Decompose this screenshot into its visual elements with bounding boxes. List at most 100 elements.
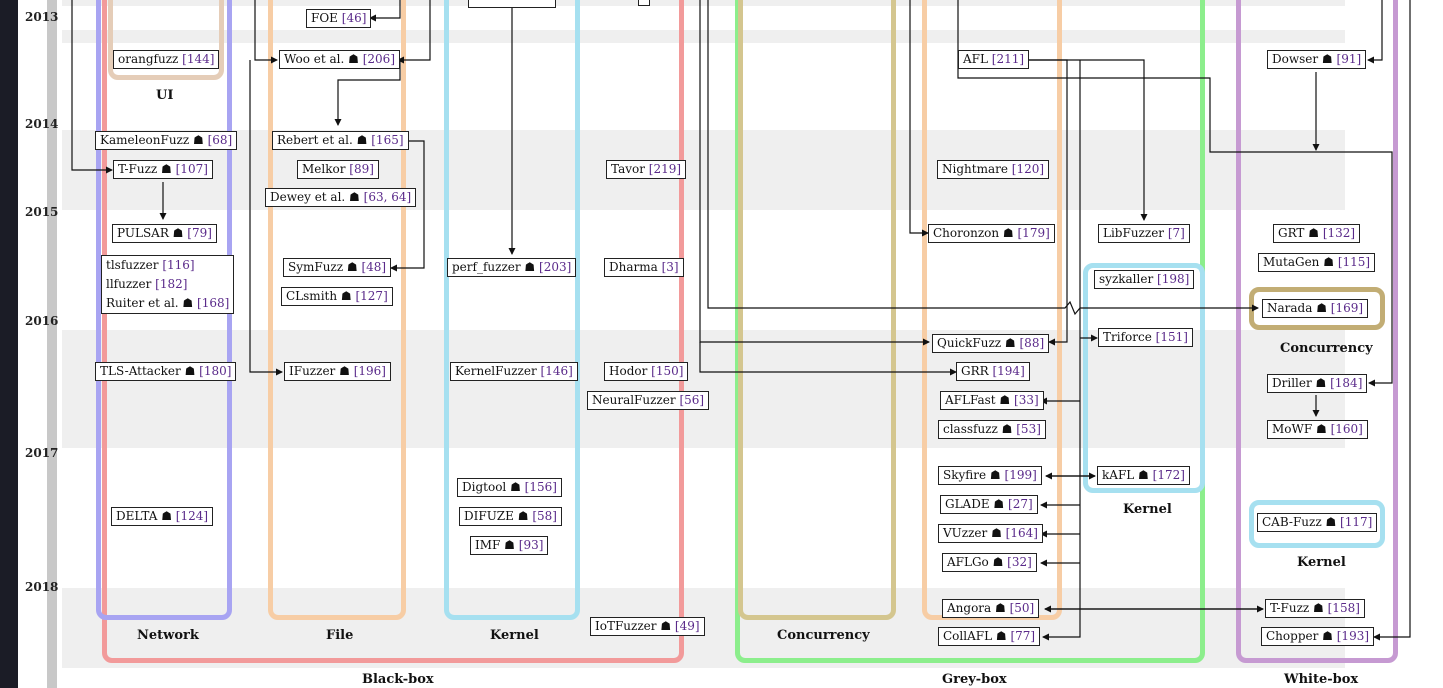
year-label: 2014 xyxy=(25,117,59,131)
tool-neuralfuzzer: NeuralFuzzer [56] xyxy=(587,391,710,410)
tool-orangfuzz: orangfuzz [144] xyxy=(113,50,220,69)
tool-grr: GRR [194] xyxy=(956,362,1030,381)
tool-node-cropped xyxy=(638,0,650,6)
tool-nightmare: Nightmare [120] xyxy=(937,160,1050,179)
tool-dharma: Dharma [3] xyxy=(604,258,684,277)
tool-woo: Woo et al. ☗ [206] xyxy=(279,50,401,69)
edge xyxy=(1373,0,1411,641)
tool-libfuzzer: LibFuzzer [7] xyxy=(1098,224,1190,243)
kernel-group-white-box xyxy=(1249,500,1385,548)
group-label-black-box: Black-box xyxy=(362,672,434,687)
tool-tls-group: tlsfuzzer [116] llfuzzer [182] Ruiter et… xyxy=(101,255,235,314)
tool-mutagen: MutaGen ☗ [115] xyxy=(1258,253,1376,272)
group-label-kernel: Kernel xyxy=(1297,555,1346,570)
tool-difuze: DIFUZE ☗ [58] xyxy=(459,507,562,526)
edge xyxy=(1020,59,1068,346)
kernel-group-grey-box xyxy=(1083,263,1205,493)
tool-grt: GRT ☗ [132] xyxy=(1273,224,1361,243)
year-label: 2018 xyxy=(25,580,59,594)
year-band xyxy=(62,0,1345,6)
edge xyxy=(397,0,431,64)
tool-foe: FOE [46] xyxy=(306,9,372,28)
tool-collafl: CollAFL ☗ [77] xyxy=(938,627,1041,646)
edge xyxy=(334,60,401,126)
group-label-kernel: Kernel xyxy=(1123,502,1172,517)
tool-ruiter: Ruiter et al. ☗ [168] xyxy=(106,296,230,310)
kernel-group-black-box xyxy=(444,0,580,620)
tool-syzkaller: syzkaller [198] xyxy=(1094,270,1195,289)
tool-tls-attacker: TLS-Attacker ☗ [180] xyxy=(95,362,237,381)
edge xyxy=(249,60,283,376)
tool-kernelfuzzer: KernelFuzzer [146] xyxy=(450,362,578,381)
tool-iotfuzzer: IoTFuzzer ☗ [49] xyxy=(590,617,705,636)
tool-hodor: Hodor [150] xyxy=(604,362,689,381)
tool-delta: DELTA ☗ [124] xyxy=(111,507,214,526)
group-label-concurrency: Concurrency xyxy=(1280,341,1373,356)
tool-classfuzz: classfuzz ☗ [53] xyxy=(938,420,1046,439)
edge xyxy=(71,0,113,174)
group-label-network: Network xyxy=(137,628,199,643)
ui-group xyxy=(108,0,224,80)
tool-node-cropped xyxy=(468,0,556,8)
tool-rebert: Rebert et al. ☗ [165] xyxy=(272,131,409,150)
edge xyxy=(1368,368,1393,387)
tool-digtool: Digtool ☗ [156] xyxy=(457,478,562,497)
edge xyxy=(1367,0,1383,64)
tool-tavor: Tavor [219] xyxy=(606,160,687,179)
tool-kameleonfuzz: KameleonFuzz ☗ [68] xyxy=(95,131,238,150)
year-label: 2013 xyxy=(25,10,59,24)
tool-driller: Driller ☗ [184] xyxy=(1267,374,1368,393)
group-label-grey-box: Grey-box xyxy=(942,672,1007,687)
edge xyxy=(1020,59,1148,221)
edge xyxy=(909,0,929,237)
year-label: 2016 xyxy=(25,314,59,328)
tool-dewey: Dewey et al. ☗ [63, 64] xyxy=(265,188,417,207)
tool-skyfire: Skyfire ☗ [199] xyxy=(938,466,1042,485)
edge xyxy=(707,0,1259,316)
edge xyxy=(699,0,930,346)
year-label: 2015 xyxy=(25,205,59,219)
edge xyxy=(254,0,278,64)
year-band xyxy=(62,330,1345,448)
tool-llfuzzer: llfuzzer [182] xyxy=(106,277,188,291)
file-group xyxy=(268,0,406,620)
tool-clsmith: CLsmith ☗ [127] xyxy=(281,287,393,306)
year-label: 2017 xyxy=(25,446,59,460)
tool-glade: GLADE ☗ [27] xyxy=(940,495,1038,514)
tool-quickfuzz: QuickFuzz ☗ [88] xyxy=(932,334,1050,353)
concurrency-group-grey-box xyxy=(738,0,896,620)
tool-t-fuzz: T-Fuzz ☗ [158] xyxy=(1265,599,1365,618)
tool-mowf: MoWF ☗ [160] xyxy=(1267,420,1368,439)
edge xyxy=(1042,60,1081,641)
black-box-group xyxy=(102,0,684,663)
tool-angora: Angora ☗ [50] xyxy=(942,599,1040,618)
white-box-group xyxy=(1236,0,1398,663)
tool-kafl: kAFL ☗ [172] xyxy=(1097,466,1190,485)
edge xyxy=(369,0,401,22)
tool-dowser: Dowser ☗ [91] xyxy=(1267,50,1367,69)
tool-vuzzer: VUzzer ☗ [164] xyxy=(938,524,1043,543)
tool-pulsar: PULSAR ☗ [79] xyxy=(112,224,217,243)
group-label-white-box: White-box xyxy=(1284,672,1359,687)
group-label-concurrency: Concurrency xyxy=(777,628,870,643)
timeline-axis xyxy=(47,0,57,688)
year-band xyxy=(62,30,1345,43)
tool-afl: AFL [211] xyxy=(958,50,1030,69)
tool-choronzon: Choronzon ☗ [179] xyxy=(928,224,1055,243)
group-label-kernel: Kernel xyxy=(490,628,539,643)
tool-melkor: Melkor [89] xyxy=(297,160,379,179)
tool-t-fuzz: T-Fuzz ☗ [107] xyxy=(113,160,213,179)
tool-narada: Narada ☗ [169] xyxy=(1262,299,1369,318)
edge xyxy=(699,342,957,376)
tool-triforce: Triforce [151] xyxy=(1098,328,1193,347)
tool-symfuzz: SymFuzz ☗ [48] xyxy=(283,258,392,277)
edge xyxy=(390,140,425,272)
tool-aflgo: AFLGo ☗ [32] xyxy=(942,553,1037,572)
tool-chopper: Chopper ☗ [193] xyxy=(1261,627,1375,646)
tool-cab-fuzz: CAB-Fuzz ☗ [117] xyxy=(1257,513,1378,532)
group-label-ui: UI xyxy=(156,88,174,103)
group-label-file: File xyxy=(326,628,354,643)
tool-ifuzzer: IFuzzer ☗ [196] xyxy=(284,362,391,381)
